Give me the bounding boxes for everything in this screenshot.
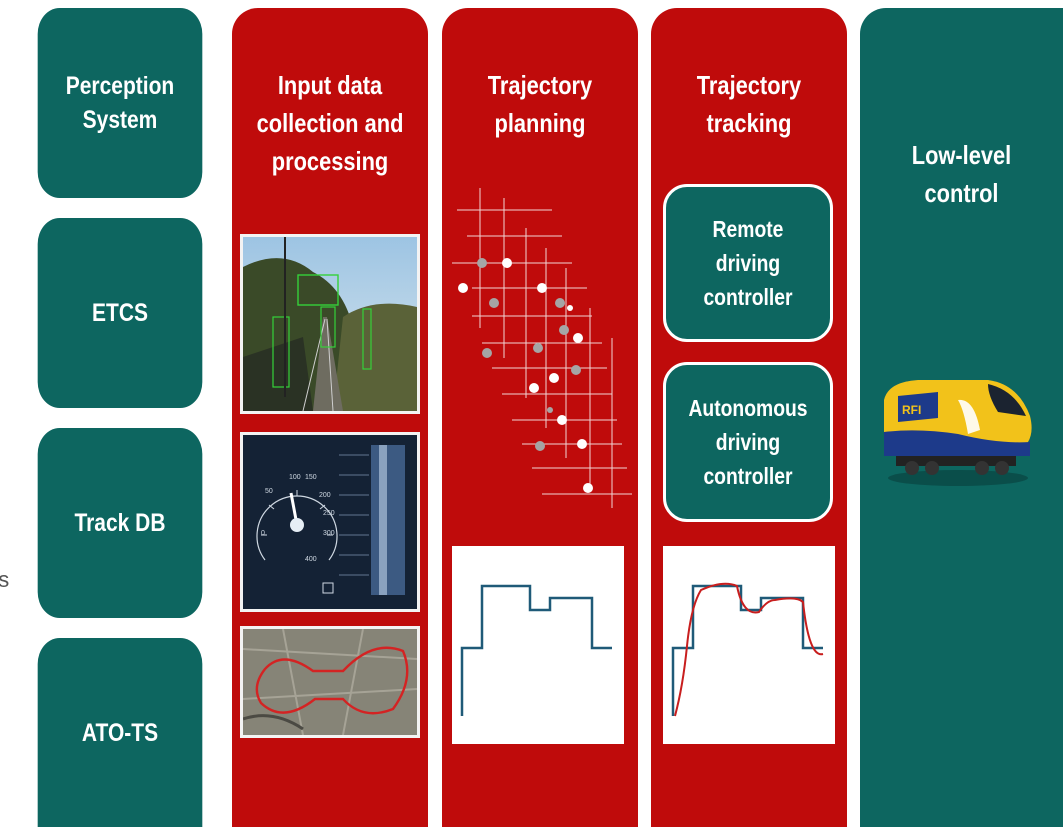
low-level-control-stage: Low-level control RFI — [860, 8, 1063, 827]
tick-0: 0 — [261, 530, 265, 537]
planning-grid-graphic — [452, 188, 632, 508]
low-level-control-title: Low-level control — [911, 140, 1012, 208]
input-stage-title: Input data collection and processing — [256, 70, 404, 176]
tracking-stage-title: Trajectory tracking — [696, 70, 802, 138]
etcs-box: ETCS — [37, 218, 203, 408]
speedometer-dashboard: 100 150 200 50 250 300 0 400 — [240, 432, 420, 612]
trajectory-planning-stage: Trajectory planning — [442, 8, 638, 827]
track-map-image — [240, 626, 420, 738]
ato-ts-box: ATO-TS — [37, 638, 203, 827]
input-data-stage: Input data collection and processing — [232, 8, 428, 827]
svg-text:RFI: RFI — [902, 403, 921, 417]
background-text-fragment: ns — [0, 567, 10, 592]
camera-perception-image — [240, 234, 420, 414]
tick-150: 150 — [305, 474, 317, 481]
tick-50: 50 — [265, 488, 273, 495]
remote-driving-controller-box: Remote driving controller — [663, 184, 833, 342]
tick-400: 400 — [305, 556, 317, 563]
planned-speed-profile-chart — [452, 546, 624, 744]
tick-200: 200 — [319, 492, 331, 499]
planning-stage-title: Trajectory planning — [487, 70, 593, 138]
trajectory-tracking-stage: Trajectory tracking Remote driving contr… — [651, 8, 847, 827]
track-db-box: Track DB — [37, 428, 203, 618]
tracked-speed-profile-chart — [663, 546, 835, 744]
tick-100: 100 — [289, 474, 301, 481]
tick-250: 250 — [323, 510, 335, 517]
tick-300: 300 — [323, 530, 335, 537]
autonomous-driving-controller-box: Autonomous driving controller — [663, 362, 833, 522]
train-image: RFI — [884, 380, 1032, 486]
